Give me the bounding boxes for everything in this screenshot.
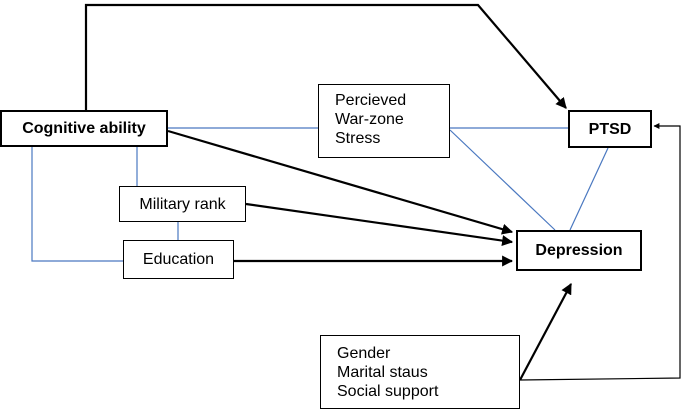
- node-perceived-line-3: Stress: [335, 130, 381, 147]
- node-covariates: Gender Marital staus Social support: [320, 335, 520, 409]
- arrow-military-depression: [245, 202, 514, 247]
- arrow-cognitive-depression: [167, 129, 514, 235]
- node-cognitive-ability-label: Cognitive ability: [22, 120, 146, 137]
- line-cognitive-education: [31, 147, 123, 262]
- arrow-covariates-ptsd: [519, 123, 681, 381]
- node-covariates-line-3: Social support: [337, 383, 439, 400]
- node-perceived-line-2: War-zone: [335, 111, 404, 128]
- arrow-covariates-depression: [519, 283, 572, 381]
- node-cognitive-ability: Cognitive ability: [0, 110, 168, 147]
- node-covariates-line-1: Gender: [337, 345, 391, 362]
- node-education-label: Education: [142, 251, 215, 268]
- node-education: Education: [123, 240, 234, 279]
- line-ptsd-depression: [569, 147, 609, 231]
- node-ptsd-label: PTSD: [588, 120, 632, 138]
- node-perceived-stress: Percieved War-zone Stress: [318, 84, 450, 158]
- arrow-cognitive-ptsd: [84, 3, 567, 110]
- node-depression-label: Depression: [535, 242, 623, 259]
- node-depression: Depression: [516, 230, 642, 271]
- node-ptsd: PTSD: [568, 110, 652, 148]
- node-covariates-line-2: Marital staus: [337, 364, 428, 381]
- line-perceived-depression: [449, 129, 556, 231]
- node-military-rank-label: Military rank: [139, 195, 226, 213]
- node-perceived-line-1: Percieved: [335, 92, 407, 109]
- node-military-rank: Military rank: [119, 186, 246, 222]
